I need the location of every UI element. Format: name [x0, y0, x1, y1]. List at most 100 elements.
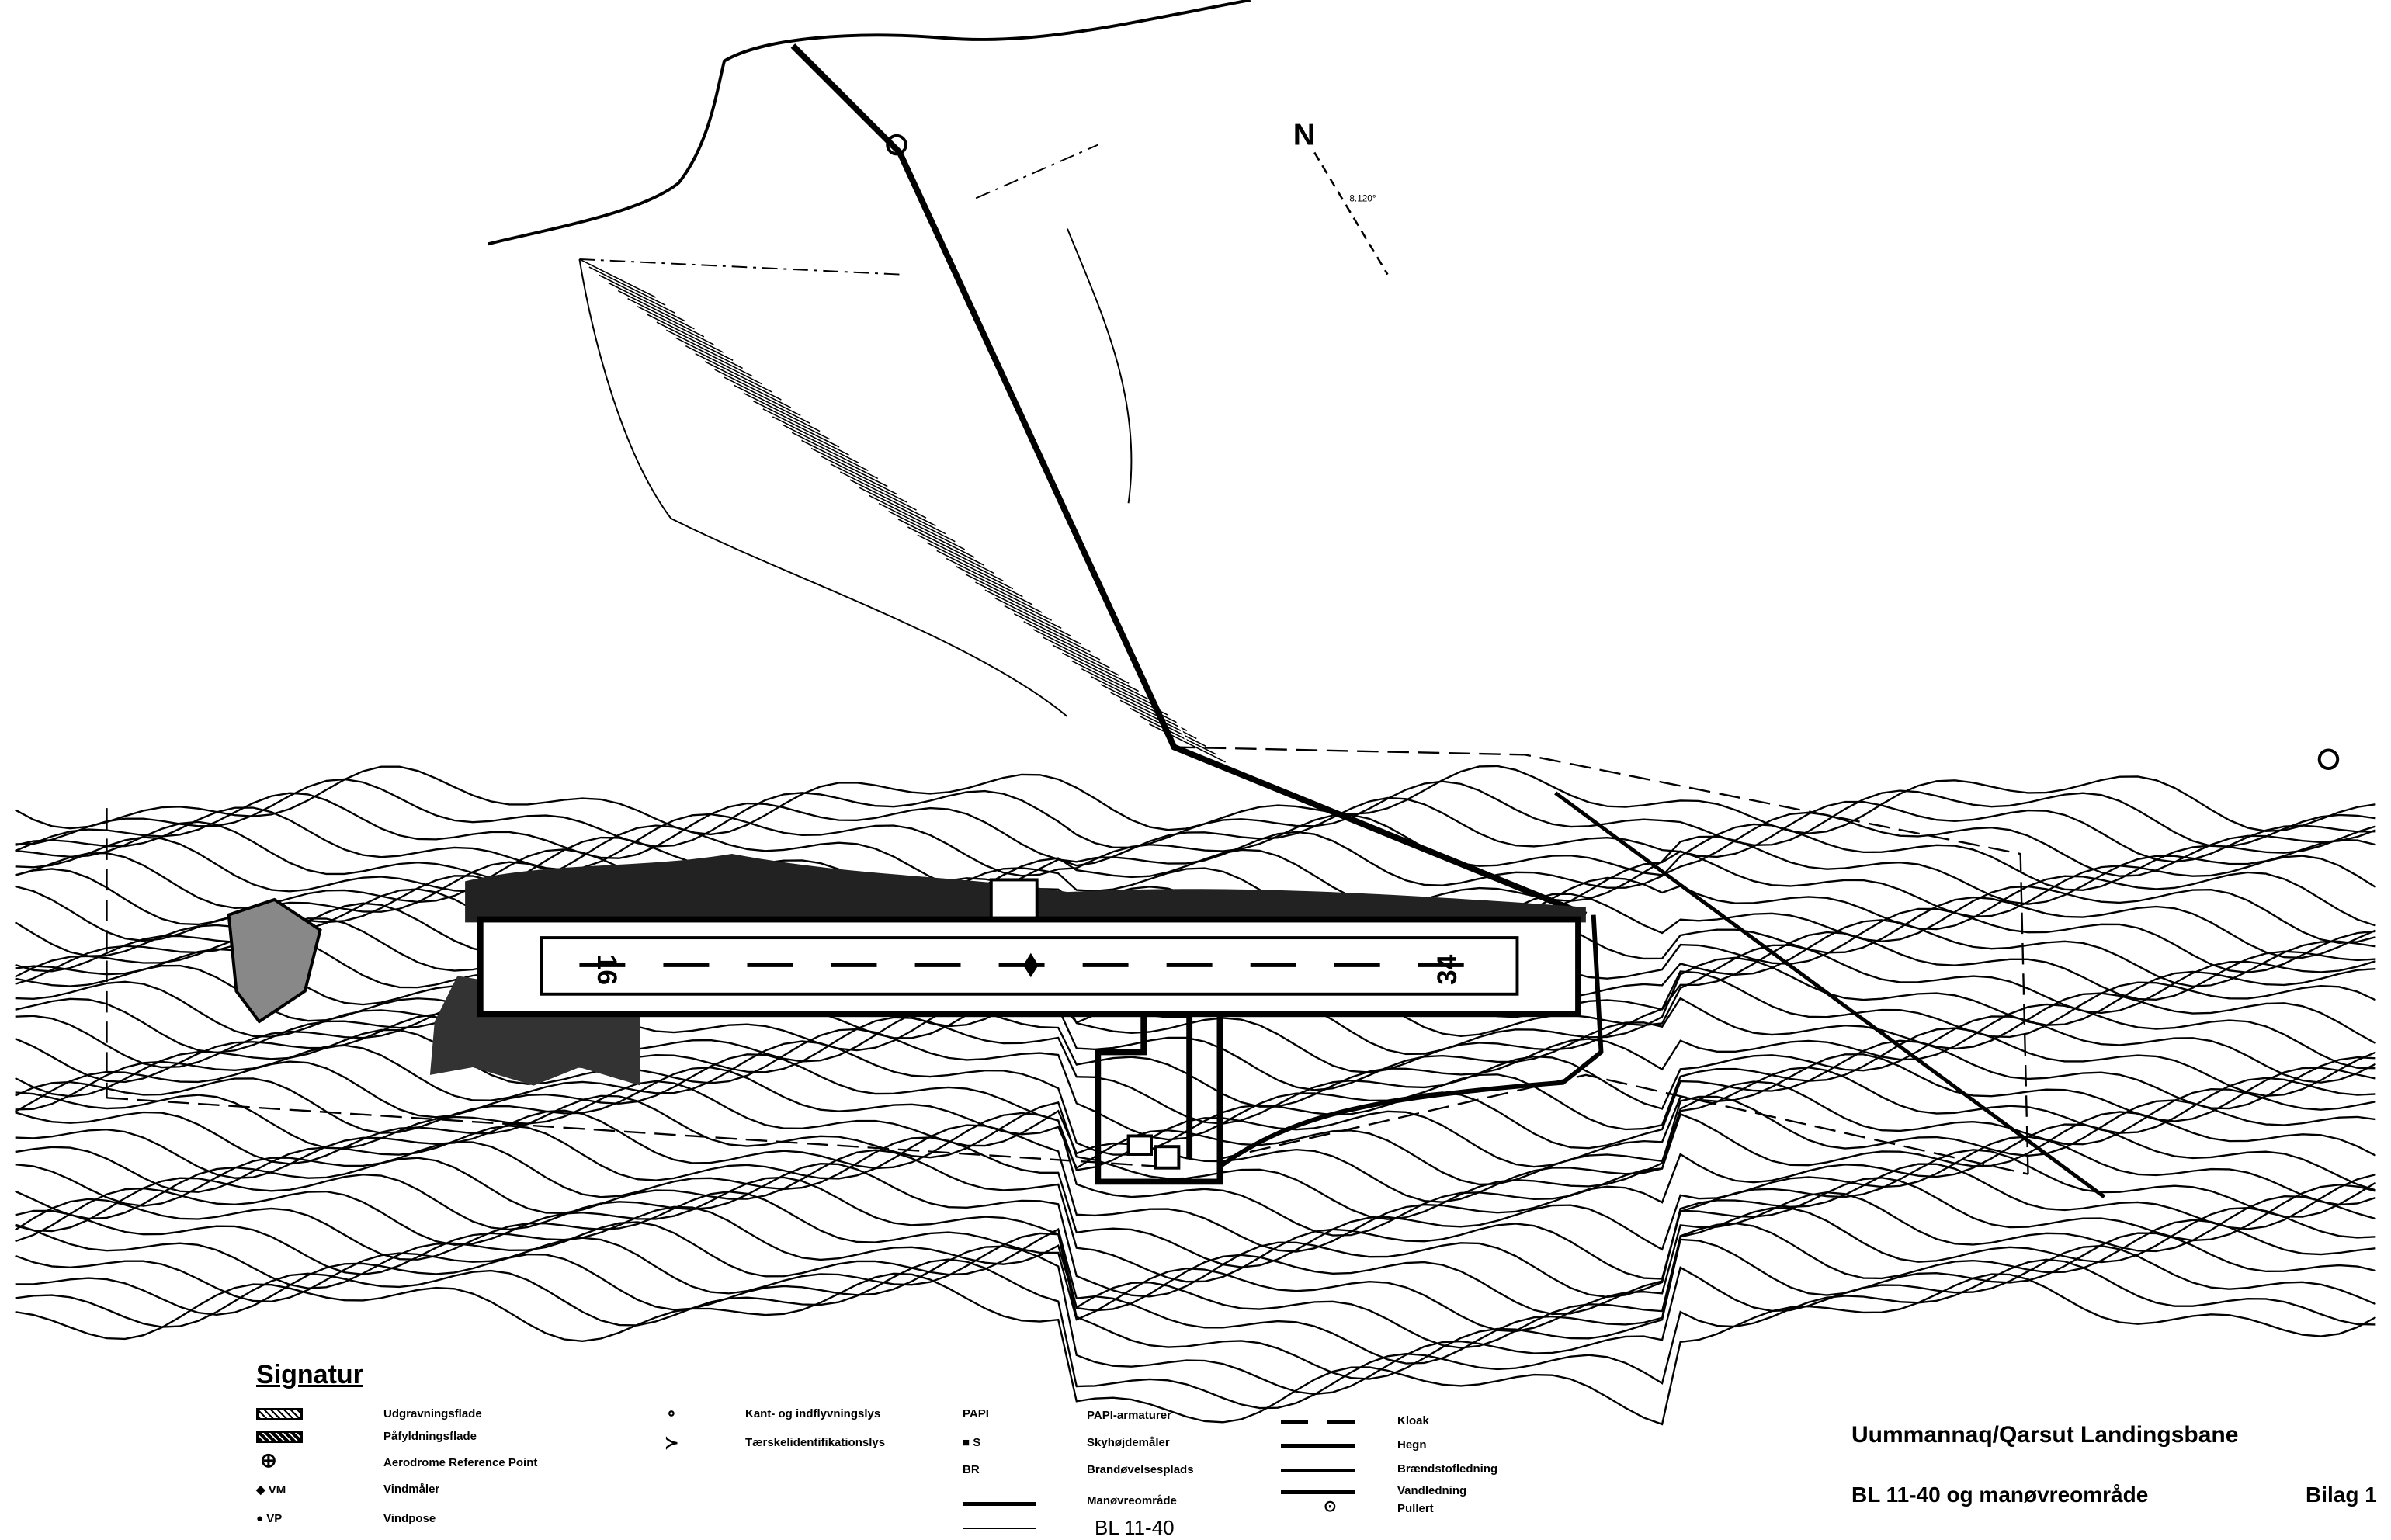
hatch-line	[598, 274, 675, 314]
hatch-line	[1023, 621, 1101, 661]
hatch-line	[917, 534, 994, 574]
hatch-line	[675, 337, 753, 377]
hatch-line	[617, 290, 695, 330]
papi-icon: PAPI	[963, 1407, 989, 1420]
legend-label: PAPI-armaturer	[1087, 1409, 1171, 1422]
hatch-line	[695, 353, 772, 393]
hatch-line	[637, 306, 714, 345]
hatch-line	[878, 502, 956, 543]
slope-hatching	[579, 258, 1226, 763]
edge-light-icon: ∘	[666, 1403, 677, 1423]
aerodrome-reference-point-icon	[1023, 952, 1039, 978]
sewer-line	[1327, 1420, 1355, 1424]
contour-line	[15, 792, 2376, 867]
hatch-line	[897, 519, 975, 558]
hatch-line	[1032, 629, 1110, 668]
contour-line	[15, 1205, 2376, 1349]
contour-line	[15, 765, 2376, 836]
legend-label: Vindmåler	[383, 1483, 440, 1496]
fill-swatch	[256, 1431, 303, 1443]
wind-meter-icon: ◆ VM	[256, 1483, 286, 1497]
contour-line	[15, 1039, 2376, 1156]
contour-line	[15, 1136, 2376, 1268]
hatch-line	[1071, 660, 1149, 700]
contour-line	[15, 1053, 2376, 1171]
runway-designator-34: 34	[1432, 954, 1463, 985]
north-arrow	[1313, 151, 1389, 276]
contour-line	[15, 1027, 2376, 1141]
access-road-edge	[804, 45, 1188, 742]
legend-label: Pullert	[1397, 1502, 1434, 1515]
hatch-line	[849, 479, 927, 519]
service-road	[1218, 914, 1604, 1169]
contour-line	[15, 1258, 2376, 1410]
hatch-line	[1062, 652, 1140, 692]
hatch-line	[888, 511, 966, 550]
contour-line	[15, 806, 2376, 877]
legend-label: Kant- og indflyvningslys	[745, 1407, 881, 1420]
hatch-line	[926, 542, 1004, 582]
bollard-icon	[886, 134, 907, 156]
legend-title: Signatur	[256, 1360, 363, 1389]
excavation-area	[227, 897, 322, 1024]
hatch-line	[994, 597, 1071, 637]
bl-line	[963, 1528, 1036, 1529]
ceilometer-icon: ■ S	[963, 1436, 981, 1449]
hatch-line	[608, 282, 685, 322]
arp-icon: ⊕	[260, 1448, 277, 1472]
bearing-label: 8.120°	[1349, 193, 1376, 203]
hatch-line	[810, 447, 888, 487]
water-line-swatch	[1281, 1490, 1355, 1494]
north-label: N	[1293, 118, 1315, 152]
hatch-line	[714, 369, 792, 408]
legend-label: Kloak	[1397, 1414, 1429, 1427]
contour-line	[15, 1163, 2376, 1299]
hatch-line	[936, 550, 1014, 590]
hatch-line	[579, 258, 656, 298]
sheet-number: Bilag 1	[2306, 1483, 2377, 1507]
contour-line	[15, 998, 2376, 1108]
water-line	[1554, 791, 2106, 1198]
legend-label: Tærskelidentifikationslys	[745, 1436, 886, 1449]
building	[1154, 1145, 1181, 1170]
hatch-line	[791, 432, 869, 472]
hatch-line	[627, 297, 705, 338]
contour-line	[15, 1176, 2376, 1316]
hatch-line	[772, 416, 849, 456]
apron-building	[989, 878, 1039, 921]
legend-label: Brændstofledning	[1397, 1462, 1498, 1476]
hatch-line	[984, 589, 1062, 630]
hatch-line	[647, 314, 724, 353]
taxiway	[1095, 1014, 1223, 1185]
hatch-line	[830, 463, 907, 503]
hatch-line	[1149, 723, 1226, 763]
contour-line	[15, 1272, 2376, 1426]
hatch-line	[907, 526, 984, 566]
contour-line	[15, 1232, 2376, 1380]
hatch-line	[965, 574, 1043, 613]
contour-line	[15, 1219, 2376, 1365]
legend-label: Aerodrome Reference Point	[383, 1456, 538, 1469]
hatch-line	[782, 424, 859, 463]
hatch-line	[704, 361, 782, 401]
hatch-line	[1043, 636, 1120, 676]
hatch-line	[801, 439, 879, 480]
sewer-line	[1281, 1420, 1308, 1424]
hatch-line	[753, 400, 830, 440]
fence-line	[106, 746, 2029, 1175]
contour-line	[15, 1094, 2376, 1220]
legend-label: Vindpose	[383, 1512, 436, 1525]
hatch-line	[869, 494, 946, 535]
maneuvering-line	[963, 1502, 1036, 1506]
hatch-line	[956, 566, 1033, 605]
windsock-icon: ● VP	[256, 1512, 283, 1525]
fire-drill-icon: BR	[963, 1463, 980, 1476]
hatch-line	[1100, 684, 1178, 723]
contour-line	[15, 848, 2376, 924]
hatch-line	[762, 408, 840, 448]
legend-label: Hegn	[1397, 1438, 1427, 1452]
hatch-line	[1081, 668, 1158, 708]
contour-lines	[15, 765, 2376, 1426]
cable-line	[579, 144, 1098, 276]
